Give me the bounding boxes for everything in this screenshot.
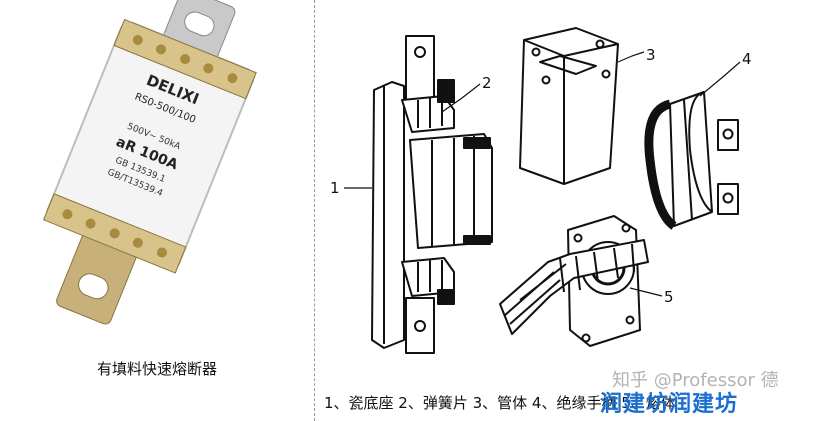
watermark-logo: 润建坊润建坊 [600,392,739,417]
fuse-photo: DELIXI RS0-500/100 500V~ 50kA aR 100A GB… [42,0,257,325]
tube-body [519,27,619,185]
watermark-text: 知乎 @Professor 德 [612,370,779,391]
exploded-diagram: 1 2 3 4 5 [330,27,752,354]
callout-5: 5 [664,288,674,306]
callout-3: 3 [646,46,656,64]
diagram-legend: 1、瓷底座 2、弹簧片 3、管体 4、绝缘手柄 5、熔体 [324,394,676,412]
callout-4: 4 [742,50,752,68]
callout-1: 1 [330,179,340,197]
porcelain-base [371,35,435,354]
panel-divider [314,0,315,421]
fuse-element [499,215,649,347]
photo-caption: 有填料快速熔断器 [96,360,217,378]
insulating-handle [644,91,739,230]
callout-2: 2 [482,74,492,92]
installed-fuse-tube [409,133,493,249]
